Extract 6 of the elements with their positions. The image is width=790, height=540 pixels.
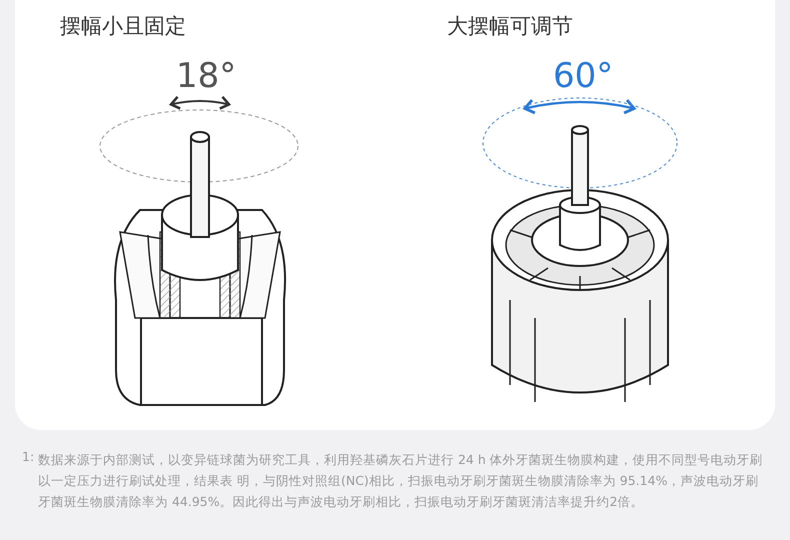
subtitle: 摆幅小且固定 bbox=[60, 13, 186, 40]
angle-label: 18° bbox=[176, 56, 236, 96]
footnote-text: 数据来源于内部测试，以变异链球菌为研究工具，利用羟基磷灰石片进行 24 h 体外牙菌斑生物膜构建，使用不同型号电动牙刷以一定压力进行刷试处理，结果表 明，与阴性对照组(NC)相比，扫振电动牙刷牙菌斑生物膜清除率为 95.14%，声波电动牙刷牙菌斑生物膜清除率为 44.95%。因此得出与声波电动牙刷相比，扫振电动牙刷牙菌斑清洁率提升约2倍。 bbox=[38, 451, 764, 511]
footnote-number: 1: bbox=[22, 449, 34, 464]
angle-label: 60° bbox=[553, 56, 614, 96]
subtitle: 大摆幅可调节 bbox=[447, 13, 573, 40]
